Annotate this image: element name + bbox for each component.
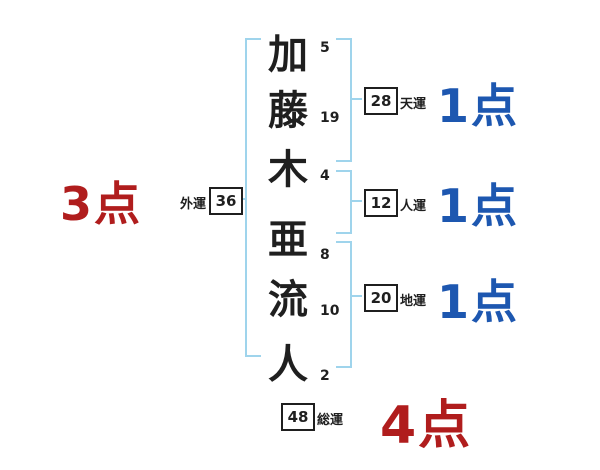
bracket-segment	[336, 170, 352, 172]
jin-un-score: 1点	[437, 179, 520, 233]
bracket-segment	[336, 232, 352, 234]
chi-un-value: 20	[370, 289, 392, 307]
bracket-segment	[245, 38, 247, 357]
sou-un-score: 4点	[380, 396, 473, 456]
gai-un-value: 36	[215, 192, 237, 210]
bracket-segment	[350, 295, 362, 297]
jin-un-value-box: 12	[364, 189, 398, 217]
bracket-segment	[350, 38, 352, 162]
ten-un-label: 天運	[400, 97, 427, 112]
jin-un-label: 人運	[400, 199, 427, 214]
bracket-segment	[336, 38, 352, 40]
bracket-segment	[350, 200, 362, 202]
name-char-3: 木	[268, 147, 308, 193]
stroke-count-5: 10	[320, 303, 340, 319]
gai-un-value-box: 36	[209, 187, 243, 215]
jin-un-value: 12	[370, 194, 392, 212]
chi-un-label: 地運	[400, 294, 427, 309]
bracket-segment	[245, 355, 261, 357]
bracket-segment	[336, 241, 352, 243]
chi-un-score: 1点	[437, 275, 520, 329]
stroke-count-4: 8	[320, 247, 330, 263]
name-char-1: 加	[268, 32, 308, 78]
stroke-count-2: 19	[320, 110, 340, 126]
bracket-segment	[336, 366, 352, 368]
name-char-5: 流	[268, 277, 308, 323]
bracket-segment	[245, 38, 261, 40]
bracket-segment	[350, 98, 362, 100]
stroke-count-3: 4	[320, 168, 330, 184]
ten-un-value: 28	[370, 92, 392, 110]
name-char-2: 藤	[268, 88, 308, 134]
bracket-segment	[350, 241, 352, 368]
gai-un-label: 外運	[180, 197, 207, 212]
sou-un-value: 48	[287, 408, 309, 426]
name-char-6: 人	[268, 342, 308, 388]
chi-un-value-box: 20	[364, 284, 398, 312]
ten-un-value-box: 28	[364, 87, 398, 115]
stroke-count-1: 5	[320, 40, 330, 56]
ten-un-score: 1点	[437, 79, 520, 133]
gai-un-score: 3点	[60, 177, 143, 231]
stroke-count-6: 2	[320, 368, 330, 384]
sou-un-value-box: 48	[281, 403, 315, 431]
sou-un-label: 総運	[317, 413, 344, 428]
name-char-4: 亜	[268, 217, 308, 263]
bracket-segment	[336, 160, 352, 162]
bracket-segment	[350, 170, 352, 234]
